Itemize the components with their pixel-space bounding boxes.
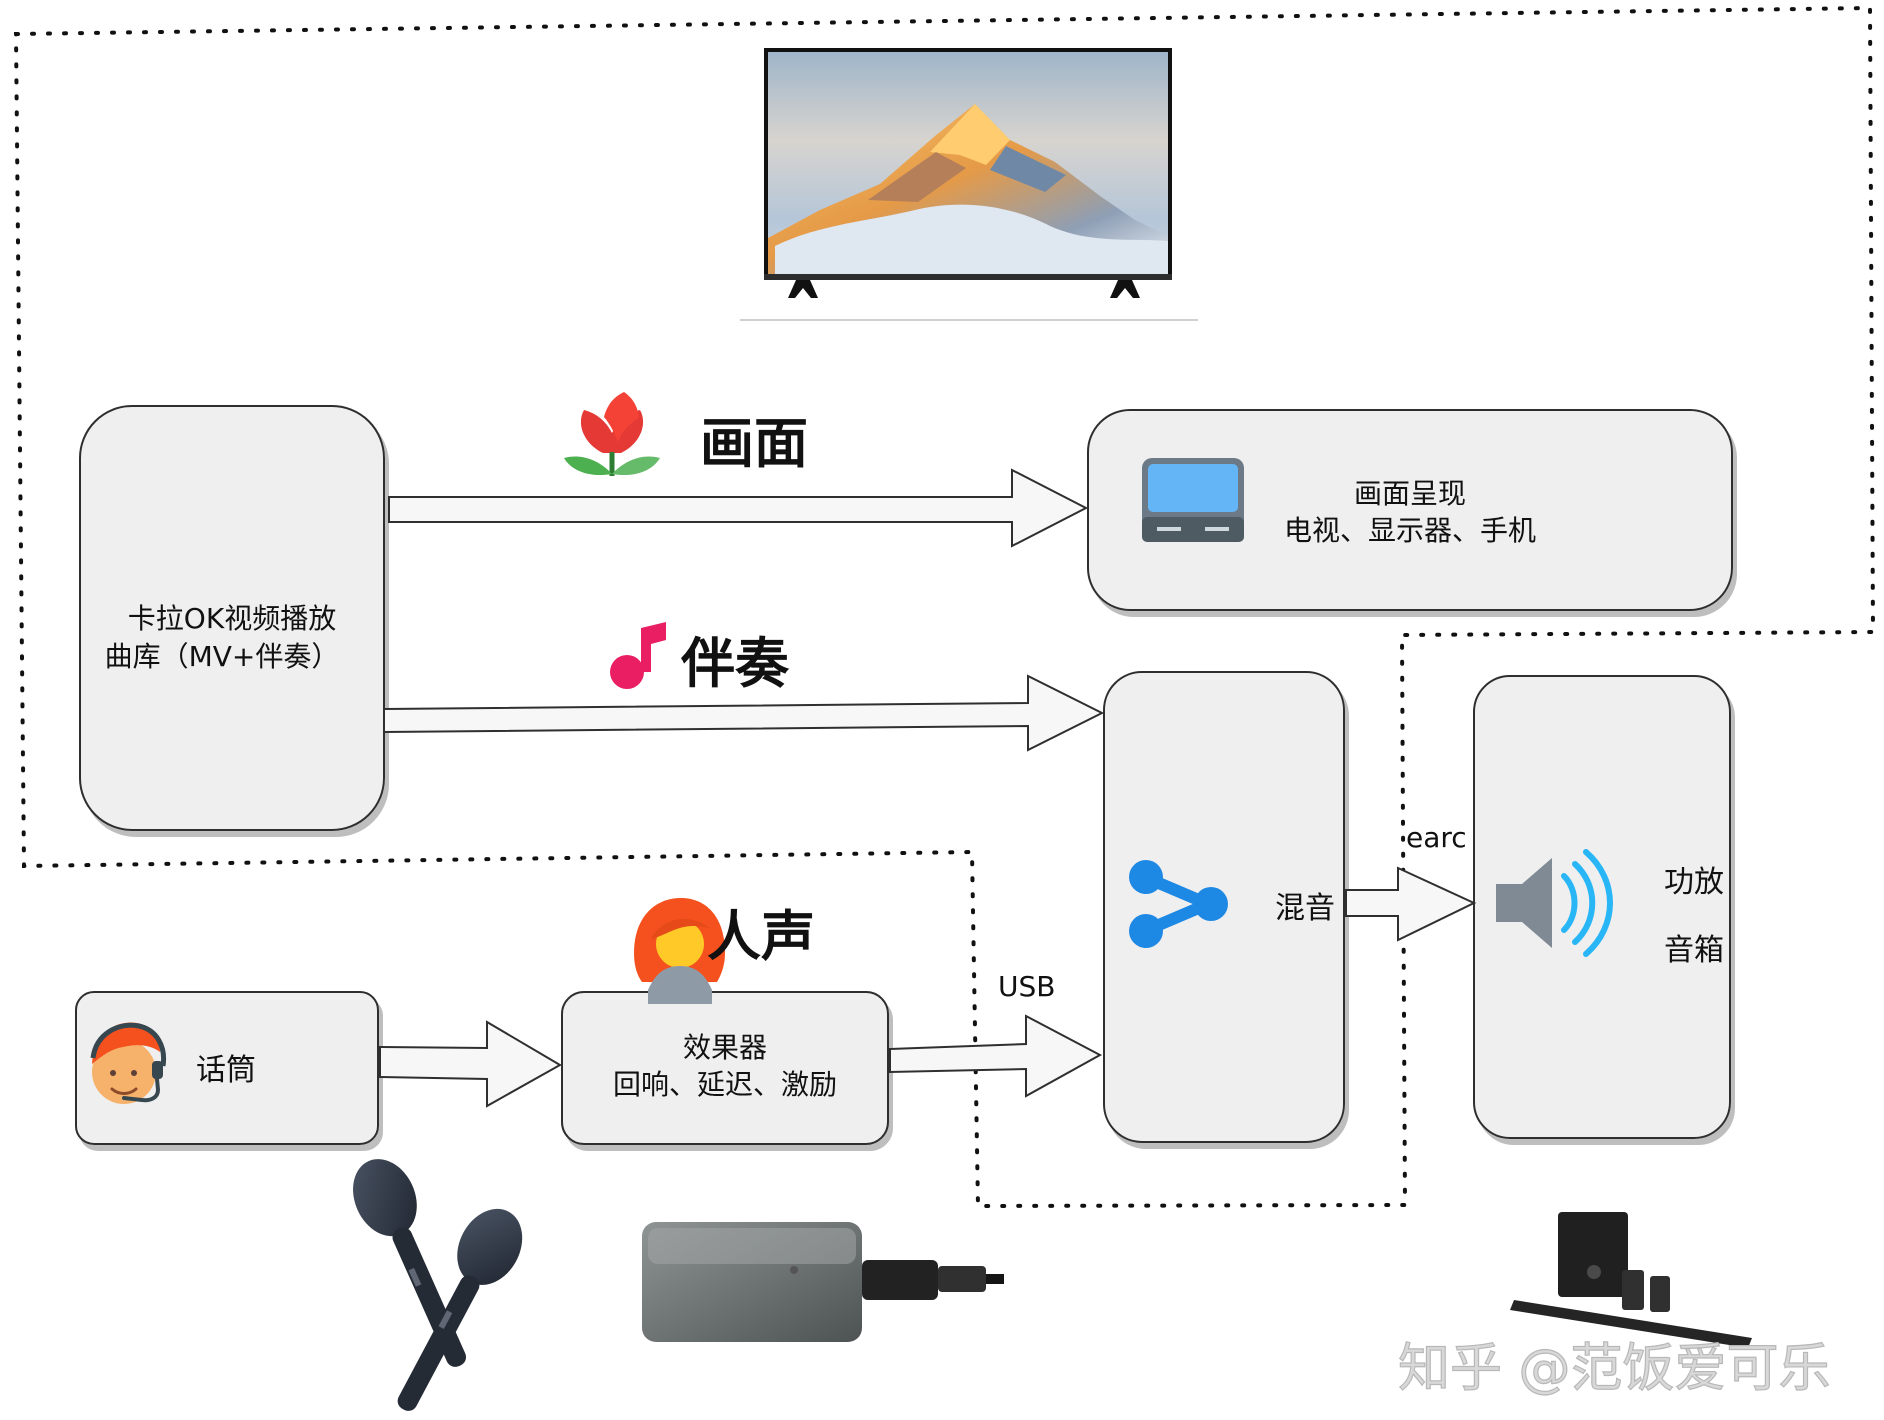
soundbar-system-photo — [1510, 1212, 1752, 1348]
wireless-microphones-photo — [353, 1159, 523, 1411]
speaker-line2: 音箱 — [1664, 933, 1724, 968]
mixer-to-speaker-arrow — [1345, 866, 1477, 942]
woman-singer-icon — [634, 898, 725, 1004]
picture-arrow — [388, 468, 1089, 548]
speaker-line1: 功放 — [1664, 865, 1724, 900]
tv-photo — [740, 48, 1198, 321]
mic-box: 话筒 — [75, 991, 379, 1145]
display-subtitle: 电视、显示器、手机 — [1284, 514, 1536, 547]
effects-line1: 效果器 — [683, 1031, 767, 1064]
picture-label: 画面 — [700, 412, 808, 475]
effects-line2: 回响、延迟、激励 — [613, 1068, 837, 1101]
speaker-box: 功放 音箱 — [1473, 675, 1731, 1139]
dotted-boundary-top — [13, 5, 1876, 1209]
display-title: 画面呈现 — [1354, 477, 1466, 510]
usb-receiver-photo — [642, 1222, 1004, 1342]
display-box: 画面呈现 电视、显示器、手机 — [1087, 409, 1733, 611]
effects-to-mixer-arrow — [889, 1014, 1103, 1098]
accompaniment-arrow — [383, 674, 1105, 752]
source-box: 卡拉OK视频播放 曲库（MV+伴奏） — [79, 405, 385, 831]
tulip-icon — [564, 392, 660, 476]
accompaniment-label: 伴奏 — [680, 632, 790, 695]
voice-label: 人声 — [707, 905, 815, 968]
usb-label: USB — [998, 970, 1055, 1003]
monitor-icon — [1142, 458, 1244, 542]
source-box-line1: 卡拉OK视频播放 — [128, 602, 336, 635]
effects-box: 效果器 回响、延迟、激励 — [561, 991, 889, 1145]
share-nodes-icon — [1129, 860, 1228, 948]
mixer-box: 混音 — [1103, 671, 1345, 1143]
mic-to-effects-arrow — [379, 1020, 563, 1108]
mic-label: 话筒 — [196, 1053, 256, 1088]
mixer-label: 混音 — [1275, 891, 1335, 926]
watermark-text: 知乎 @范饭爱可乐 — [1398, 1339, 1831, 1399]
music-note-icon — [610, 622, 666, 689]
source-box-line2: 曲库（MV+伴奏） — [105, 640, 340, 673]
earc-label: earc — [1406, 821, 1467, 854]
headset-person-icon — [90, 1022, 167, 1104]
speaker-volume-icon — [1496, 849, 1613, 957]
